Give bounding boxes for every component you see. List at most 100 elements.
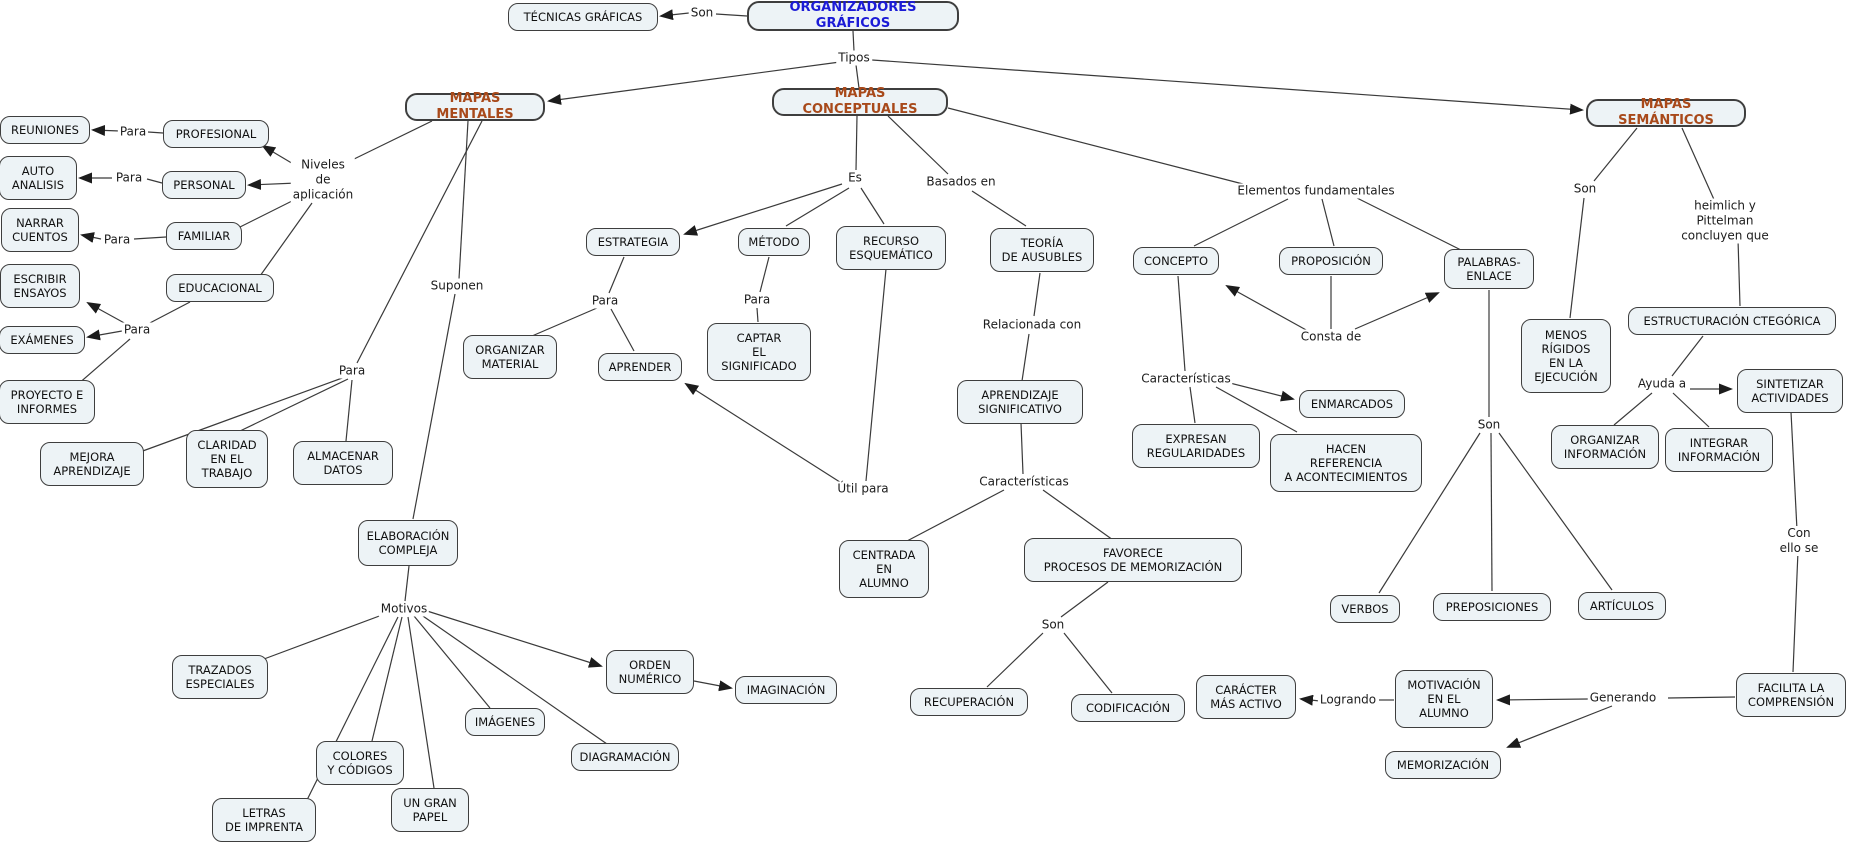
node-facilita-comprension[interactable]: FACILITA LA COMPRENSIÓN (1736, 673, 1846, 717)
node-orden-numerico[interactable]: ORDEN NUMÉRICO (606, 650, 694, 694)
edge-line-70 (1490, 432, 1493, 592)
node-organizar-informacion[interactable]: ORGANIZAR INFORMACIÓN (1551, 425, 1659, 469)
node-captar-significado[interactable]: CAPTAR EL SIGNIFICADO (707, 323, 811, 381)
node-tecnicas-graficas[interactable]: TÉCNICAS GRÁFICAS (508, 3, 658, 31)
linking-label-heimlich[interactable]: heimlich y Pittelman concluyen que (1662, 198, 1788, 244)
edge-line-8 (247, 179, 298, 190)
edge-line-3 (547, 61, 841, 105)
node-un-gran-papel[interactable]: UN GRAN PAPEL (391, 788, 469, 832)
node-mapas-mentales[interactable]: MAPAS MENTALES (405, 91, 545, 122)
linking-label-son-semanticos[interactable]: Son (1571, 181, 1599, 197)
node-verbos[interactable]: VERBOS (1330, 595, 1400, 623)
node-personal[interactable]: PERSONAL (162, 171, 246, 199)
node-profesional[interactable]: PROFESIONAL (163, 120, 269, 148)
node-almacenar-datos[interactable]: ALMACENAR DATOS (293, 441, 393, 485)
edge-line-62 (1225, 285, 1309, 332)
edge-line-67 (1215, 386, 1298, 433)
node-expresan-regularidades[interactable]: EXPRESAN REGULARIDADES (1132, 424, 1260, 468)
linking-label-generando[interactable]: Generando (1587, 690, 1659, 706)
node-trazados-especiales[interactable]: TRAZADOS ESPECIALES (172, 655, 268, 699)
node-hacen-referencia[interactable]: HACEN REFERENCIA A ACONTECIMIENTOS (1270, 434, 1422, 492)
node-favorece-memorizacion[interactable]: FAVORECE PROCESOS DE MEMORIZACIÓN (1024, 538, 1242, 582)
linking-label-ayuda-a[interactable]: Ayuda a (1635, 376, 1689, 392)
linking-label-es[interactable]: Es (846, 170, 864, 186)
node-concepto[interactable]: CONCEPTO (1133, 247, 1219, 275)
linking-label-para-captar[interactable]: Para (741, 292, 773, 308)
linking-label-son-palabras[interactable]: Son (1475, 417, 1503, 433)
node-teoria-ausubles[interactable]: TEORÍA DE AUSUBLES (990, 228, 1094, 272)
edge-line-22 (412, 293, 456, 520)
node-proposicion[interactable]: PROPOSICIÓN (1279, 247, 1383, 275)
linking-label-caracteristicas-derecha[interactable]: Características (1139, 371, 1233, 387)
linking-label-niveles-aplicacion[interactable]: Niveles de aplicación (290, 157, 356, 203)
edge-line-24 (139, 376, 346, 453)
node-estructuracion-categorica[interactable]: ESTRUCTURACIÓN CTEGÓRICA (1628, 307, 1836, 335)
linking-label-para-escribir[interactable]: Para (121, 322, 153, 338)
node-escribir-ensayos[interactable]: ESCRIBIR ENSAYOS (0, 264, 80, 308)
node-aprender[interactable]: APRENDER (598, 353, 682, 381)
node-integrar-informacion[interactable]: INTEGRAR INFORMACIÓN (1665, 428, 1773, 472)
linking-label-relacionada-con[interactable]: Relacionada con (980, 317, 1084, 333)
node-aprendizaje-significativo[interactable]: APRENDIZAJE SIGNIFICATIVO (957, 380, 1083, 424)
edge-line-37 (683, 183, 843, 236)
node-menos-rigidos[interactable]: MENOS RÍGIDOS EN LA EJECUCIÓN (1521, 319, 1611, 393)
node-codificacion[interactable]: CODIFICACIÓN (1071, 694, 1185, 722)
node-educacional[interactable]: EDUCACIONAL (166, 274, 274, 302)
edge-line-6 (349, 120, 433, 162)
node-diagramacion[interactable]: DIAGRAMACIÓN (571, 743, 679, 771)
node-imagenes[interactable]: IMÁGENES (465, 708, 545, 736)
node-memorizacion[interactable]: MEMORIZACIÓN (1385, 751, 1501, 779)
edge-line-17 (145, 301, 191, 326)
node-mejora-aprendizaje[interactable]: MEJORA APRENDIZAJE (40, 442, 144, 486)
node-reuniones[interactable]: REUNIONES (0, 116, 90, 144)
node-centrada-alumno[interactable]: CENTRADA EN ALUMNO (839, 540, 929, 598)
node-elaboracion-compleja[interactable]: ELABORACIÓN COMPLEJA (358, 520, 458, 566)
node-letras-imprenta[interactable]: LETRAS DE IMPRENTA (212, 798, 316, 842)
linking-label-son-top[interactable]: Son (688, 5, 716, 21)
linking-label-consta-de[interactable]: Consta de (1298, 329, 1364, 345)
node-auto-analisis[interactable]: AUTO ANALISIS (0, 156, 77, 200)
linking-label-con-ello-se[interactable]: Con ello se (1773, 526, 1825, 556)
node-proyecto-informes[interactable]: PROYECTO E INFORMES (0, 380, 95, 424)
node-metodo[interactable]: MÉTODO (738, 228, 810, 256)
node-familiar[interactable]: FAMILIAR (166, 222, 242, 250)
linking-label-para-narrar[interactable]: Para (101, 232, 133, 248)
node-sintetizar-actividades[interactable]: SINTETIZAR ACTIVIDADES (1737, 369, 1843, 413)
edge-line-41 (971, 190, 1027, 227)
node-enmarcados[interactable]: ENMARCADOS (1299, 390, 1405, 418)
node-estrategia[interactable]: ESTRATEGIA (586, 228, 680, 256)
node-palabras-enlace[interactable]: PALABRAS- ENLACE (1444, 249, 1534, 289)
edge-line-53 (1042, 489, 1114, 541)
linking-label-tipos[interactable]: Tipos (836, 50, 872, 66)
linking-label-motivos[interactable]: Motivos (378, 601, 430, 617)
linking-label-logrando[interactable]: Logrando (1317, 692, 1379, 708)
node-organizadores-graficos[interactable]: ORGANIZADORES GRÁFICOS (747, 0, 959, 31)
node-colores-codigos[interactable]: COLORES Y CÓDIGOS (316, 741, 404, 785)
node-mapas-conceptuales[interactable]: MAPAS CONCEPTUALES (772, 86, 948, 117)
linking-label-caracteristicas-centro[interactable]: Características (977, 474, 1071, 490)
node-claridad-trabajo[interactable]: CLARIDAD EN EL TRABAJO (186, 430, 268, 488)
linking-label-para-organizar[interactable]: Para (589, 293, 621, 309)
linking-label-basados-en[interactable]: Basados en (924, 174, 998, 190)
linking-label-para-autoanalisis[interactable]: Para (113, 170, 145, 186)
node-articulos[interactable]: ARTÍCULOS (1578, 592, 1666, 620)
node-preposiciones[interactable]: PREPOSICIONES (1433, 593, 1551, 621)
linking-label-elementos-fundamentales[interactable]: Elementos fundamentales (1235, 183, 1397, 199)
node-organizar-material[interactable]: ORGANIZAR MATERIAL (463, 335, 557, 379)
linking-label-para-mejora[interactable]: Para (336, 363, 368, 379)
node-mapas-semanticos[interactable]: MAPAS SEMÁNTICOS (1586, 97, 1746, 128)
linking-label-suponen[interactable]: Suponen (428, 278, 486, 294)
linking-label-son-favorece[interactable]: Son (1039, 617, 1067, 633)
edge-line-76 (1671, 335, 1704, 377)
linking-label-util-para[interactable]: Útil para (835, 481, 891, 497)
node-recuperacion[interactable]: RECUPERACIÓN (910, 688, 1028, 716)
edge-line-35 (693, 680, 733, 692)
node-caracter-activo[interactable]: CARÁCTER MÁS ACTIVO (1196, 675, 1296, 719)
node-examenes[interactable]: EXÁMENES (0, 326, 85, 354)
edge-line-12 (91, 124, 121, 136)
node-narrar-cuentos[interactable]: NARRAR CUENTOS (1, 208, 79, 252)
node-imaginacion[interactable]: IMAGINACIÓN (735, 676, 837, 704)
linking-label-para-reuniones[interactable]: Para (117, 124, 149, 140)
node-motivacion-alumno[interactable]: MOTIVACIÓN EN EL ALUMNO (1395, 670, 1493, 728)
node-recurso-esquematico[interactable]: RECURSO ESQUEMÁTICO (836, 226, 946, 270)
